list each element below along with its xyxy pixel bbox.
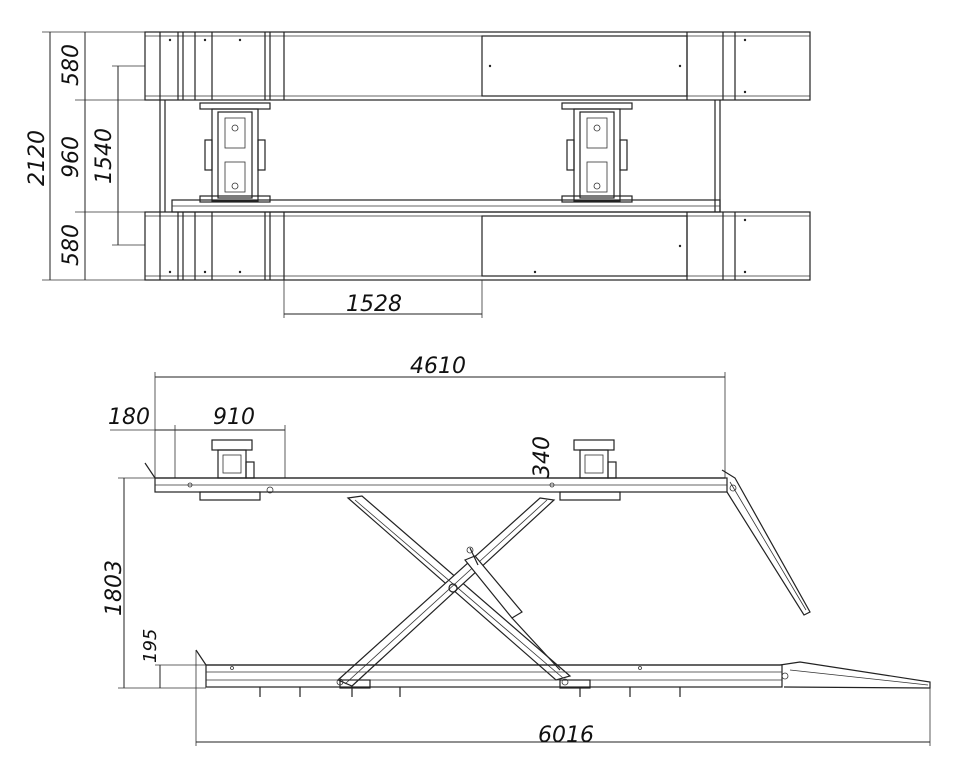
side-view (110, 372, 931, 746)
middle-section (159, 100, 721, 213)
dim-580-upper: 580 (59, 44, 84, 86)
jack-right-top (561, 102, 633, 203)
jack-left-side (211, 439, 255, 479)
upper-ramp (721, 469, 811, 616)
dim-960: 960 (59, 136, 84, 178)
dim-1528: 1528 (346, 292, 402, 317)
top-view (42, 31, 811, 318)
dim-195: 195 (140, 629, 161, 663)
dim-180: 180 (108, 405, 150, 430)
jack-right-side (573, 439, 617, 479)
dim-340: 340 (530, 436, 555, 478)
base-frame (195, 649, 783, 697)
dim-2120: 2120 (25, 130, 50, 186)
dim-580-lower: 580 (59, 224, 84, 266)
jack-left-top (199, 102, 271, 203)
dim-1803: 1803 (102, 560, 127, 616)
dim-6016: 6016 (538, 723, 594, 748)
lower-ramp (779, 661, 931, 689)
scissor-arms (336, 495, 572, 687)
dim-1540: 1540 (92, 128, 117, 184)
lower-runway (144, 211, 811, 281)
upper-platform (144, 462, 728, 501)
dim-4610: 4610 (410, 354, 466, 379)
upper-runway (144, 31, 811, 101)
dim-910: 910 (213, 405, 255, 430)
